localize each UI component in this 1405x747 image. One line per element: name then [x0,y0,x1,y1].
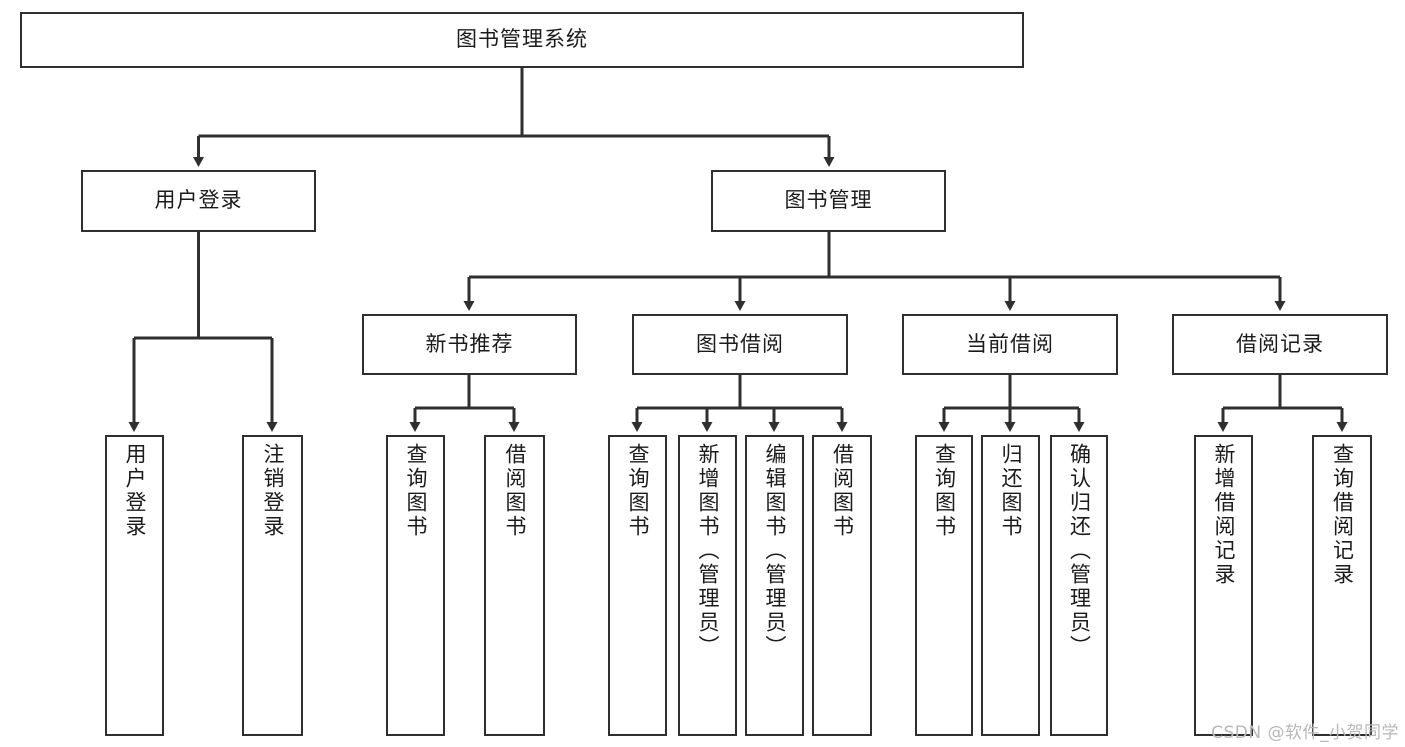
node-book-management[interactable]: 图书管理 [711,170,946,232]
node-book-borrow[interactable]: 图书借阅 [632,314,848,375]
leaf-logout[interactable]: 注销登录 [242,435,303,736]
node-current-borrow[interactable]: 当前借阅 [902,314,1118,375]
leaf-edit-book-admin[interactable]: 编辑图书（管理员） [745,435,804,736]
leaf-user-login[interactable]: 用户登录 [105,435,164,736]
leaf-query-book-current[interactable]: 查询图书 [915,435,973,736]
leaf-confirm-return-admin[interactable]: 确认归还（管理员） [1050,435,1108,736]
leaf-return-book[interactable]: 归还图书 [981,435,1040,736]
node-user-login[interactable]: 用户登录 [81,170,316,232]
node-root[interactable]: 图书管理系统 [20,12,1024,68]
leaf-query-book-borrow[interactable]: 查询图书 [608,435,667,736]
leaf-borrow-book[interactable]: 借阅图书 [812,435,872,736]
leaf-borrow-book-recommend[interactable]: 借阅图书 [484,435,545,736]
leaf-query-book-recommend[interactable]: 查询图书 [386,435,445,736]
leaf-add-borrow-record[interactable]: 新增借阅记录 [1194,435,1253,736]
node-new-book-recommend[interactable]: 新书推荐 [362,314,577,375]
leaf-add-book-admin[interactable]: 新增图书（管理员） [678,435,737,736]
leaf-query-borrow-record[interactable]: 查询借阅记录 [1312,435,1372,736]
node-borrow-record[interactable]: 借阅记录 [1172,314,1388,375]
watermark: CSDN @软件_小贺同学 [1211,723,1399,743]
